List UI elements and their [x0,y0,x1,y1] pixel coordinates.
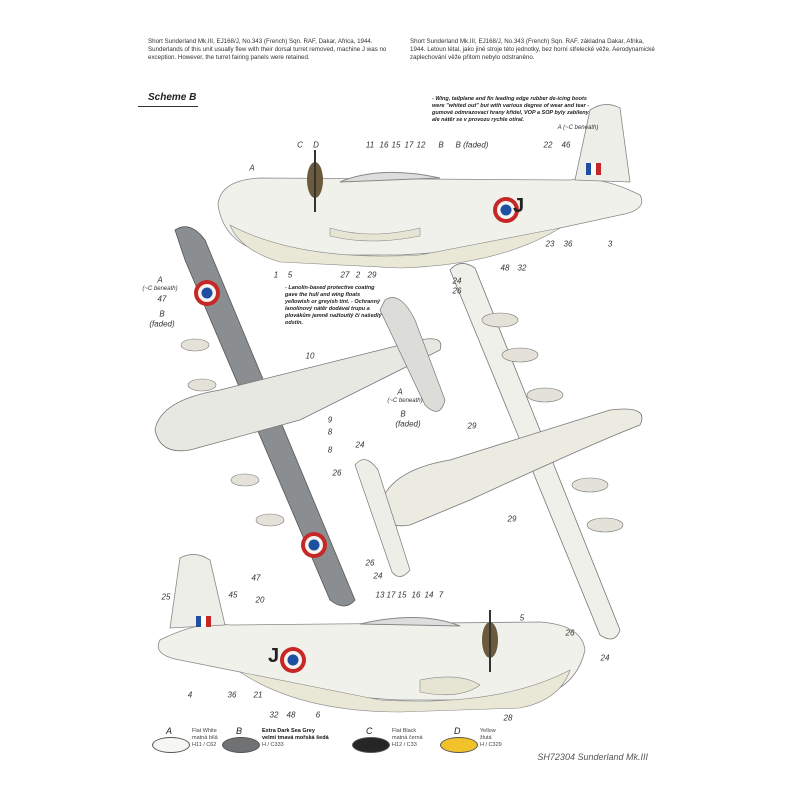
swatch-white [152,737,190,753]
callout: B [438,140,444,150]
callout: 48 [500,263,510,273]
callout: 21 [253,690,263,700]
callout: (~C beneath) [142,286,178,292]
deicing-note: - Wing, tailplane and fin leading edge r… [432,96,591,123]
legend-letter: A [166,726,173,736]
fin [574,104,631,183]
callout: 6 [315,710,321,720]
callout: (faded) [395,419,421,429]
callout: 10 [305,351,315,361]
legend-letter: B [236,726,243,736]
side-view-bottom [157,554,586,713]
callout: 24 [355,440,365,450]
callout: 5 [287,270,293,280]
callout: B [159,309,165,319]
callout: 36 [563,239,573,249]
code-letter-top: J [513,195,525,217]
callout: 8 [327,445,333,455]
callout: 5 [519,613,525,623]
callout: 28 [503,713,513,723]
callout: 25 [161,592,171,602]
callout: 48 [286,710,296,720]
callout: 8 [327,427,333,437]
callout: 26 [365,558,375,568]
side-view-top [217,104,643,269]
callout: 22 [543,140,553,150]
callout: 46 [561,140,571,150]
callout: A [249,163,255,173]
callout: 17 [386,590,396,600]
callout: 20 [255,595,265,605]
callout: 4 [187,690,193,700]
callout: 17 [404,140,414,150]
callout: 29 [467,421,477,431]
callout: (faded) [149,319,175,329]
callout: 9 [327,415,333,425]
callout: 1 [273,270,279,280]
callout: D [313,140,319,150]
callout: B (faded) [455,140,489,150]
callout: B [400,409,406,419]
swatch-grey [222,737,260,753]
callout: 29 [367,270,377,280]
callout: 29 [507,514,517,524]
callout: 27 [340,270,350,280]
callout: 32 [269,710,279,720]
callout: 36 [227,690,237,700]
callout: (~C beneath) [387,398,423,404]
callout: 26 [332,468,342,478]
callout: 15 [397,590,407,600]
callout: A [397,387,403,397]
callout: 26 [452,286,462,296]
callout: 26 [565,628,575,638]
description-english: Short Sunderland Mk.III, EJ168/J, No.343… [148,38,387,61]
callout: 23 [545,239,555,249]
callout: 12 [416,140,426,150]
callout: 47 [251,573,261,583]
callout: A (~C beneath) [557,125,599,131]
callout: 13 [375,590,385,600]
plan-view-upper [154,226,446,607]
legend-letter: C [366,726,373,736]
callout: 15 [391,140,401,150]
callout: 14 [424,590,434,600]
callout: 24 [373,571,383,581]
plan-view-lower [354,263,643,640]
callout: 24 [600,653,610,663]
swatch-yellow [440,737,478,753]
code-letter-bottom: J [268,645,280,667]
callout: 45 [228,590,238,600]
scheme-underline [138,106,198,107]
callout: C [297,140,303,150]
kit-title: SH72304 Sunderland Mk.III [537,752,648,762]
scheme-label: Scheme B [148,92,197,103]
swatch-black [352,737,390,753]
description-czech: Short Sunderland Mk.III, EJ168/J, No.343… [410,38,655,61]
callout: 47 [157,294,167,304]
callout: 2 [355,270,361,280]
callout: 32 [517,263,527,273]
callout: A [157,275,163,285]
legend-letter: D [454,726,461,736]
callout: 24 [452,276,462,286]
callout: 16 [411,590,421,600]
callout: 7 [438,590,444,600]
callout: 11 [365,140,375,150]
callout: 3 [607,239,613,249]
callout: 16 [379,140,389,150]
lanolin-note: - Lanolin-based protective coating gave … [285,285,382,326]
